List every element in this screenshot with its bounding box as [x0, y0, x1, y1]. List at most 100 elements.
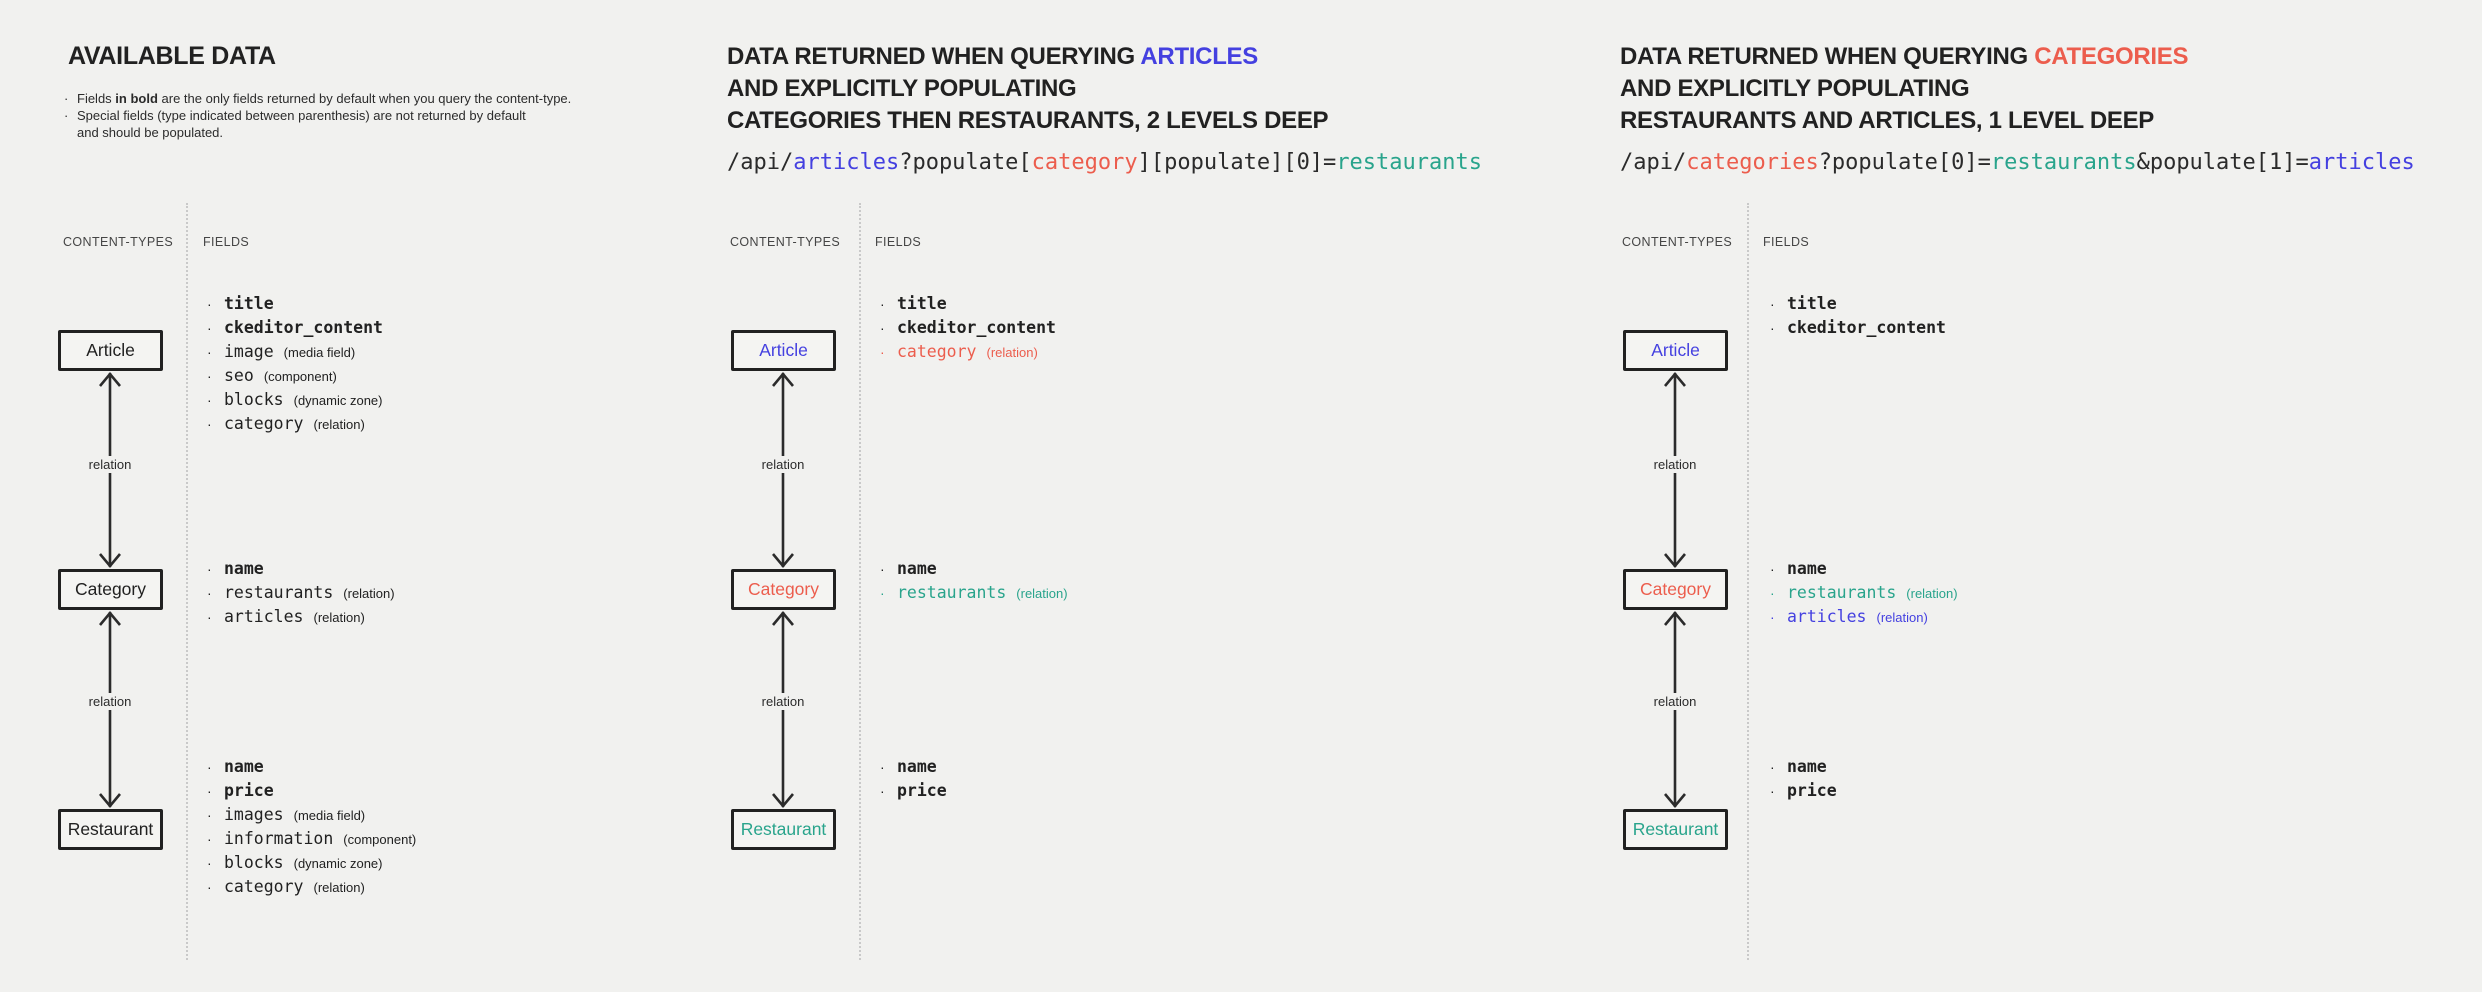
field-item: ·name [207, 755, 416, 779]
field-item: ·name [880, 557, 1068, 581]
field-type: (dynamic zone) [293, 856, 383, 871]
field-type: (relation) [313, 880, 365, 895]
field-name: blocks [224, 390, 284, 409]
bullet-icon: · [880, 296, 885, 312]
field-item: ·price [207, 779, 416, 803]
field-type: (relation) [1016, 586, 1068, 601]
fields-label: FIELDS [875, 235, 922, 249]
field-name: title [1787, 294, 1837, 313]
content-types-label: CONTENT-TYPES [1622, 235, 1733, 249]
field-name: ckeditor_content [897, 318, 1056, 337]
bullet-icon: · [1770, 320, 1775, 336]
field-item: · title [880, 292, 1056, 316]
fields-list-category: ·name · restaurants (relation) [880, 557, 1068, 605]
content-type-label: Category [74, 579, 146, 599]
field-type: (relation) [313, 610, 365, 625]
field-type: (component) [343, 832, 417, 847]
field-name: name [897, 559, 937, 578]
title-accent: CATEGORIES [2034, 43, 2189, 70]
field-type: (relation) [1876, 610, 1928, 625]
field-name: blocks [224, 853, 284, 872]
field-item: ·blocks(dynamic zone) [207, 851, 416, 875]
field-name: restaurants [897, 583, 1007, 602]
content-type-box-category: Category [58, 569, 163, 610]
field-name: price [224, 781, 274, 800]
bullet-icon: · [207, 296, 212, 312]
section-title: DATA RETURNED WHEN QUERYING CATEGORIES A… [1620, 41, 2188, 137]
bullet-icon: · [1770, 759, 1775, 775]
fields-list-restaurant: ·name·price·images(media field) · informat… [207, 755, 416, 899]
column-divider [1747, 203, 1749, 960]
field-item: ·title [207, 292, 383, 316]
content-type-label: Category [747, 579, 819, 599]
bullet-icon: · [207, 561, 212, 577]
content-type-label: Article [1651, 340, 1700, 360]
content-types-label: CONTENT-TYPES [63, 235, 174, 249]
url-segment: articles [2308, 150, 2415, 175]
field-item: ·image(media field) [207, 340, 383, 364]
bullet-icon: · [64, 91, 69, 106]
field-name: title [897, 294, 947, 313]
bullet-icon: · [207, 344, 212, 360]
fields-label: FIELDS [203, 235, 250, 249]
relation-label: relation [84, 456, 136, 473]
bullet-icon: · [1770, 585, 1775, 601]
section-title: DATA RETURNED WHEN QUERYING ARTICLES AND… [727, 41, 1329, 137]
title-line: AND EXPLICITLY POPULATING [727, 75, 1077, 102]
field-type: (relation) [343, 586, 395, 601]
fields-list-article: ·title · ckeditor_content [1770, 292, 1946, 340]
field-item: ·category(relation) [880, 340, 1056, 364]
page-title: AVAILABLE DATA [68, 42, 276, 70]
field-name: images [224, 805, 284, 824]
bullet-icon: · [880, 585, 885, 601]
field-item: ·price [880, 779, 947, 803]
field-name: name [897, 757, 937, 776]
column-divider [859, 203, 861, 960]
bullet-icon: · [880, 759, 885, 775]
field-name: ckeditor_content [1787, 318, 1946, 337]
field-name: price [1787, 781, 1837, 800]
field-name: name [224, 559, 264, 578]
note-item: · Fields in bold are the only fields ret… [64, 90, 571, 107]
title-line: CATEGORIES THEN RESTAURANTS, 2 LEVELS DE… [727, 107, 1329, 134]
field-item: · information (component) [207, 827, 416, 851]
content-type-label: Restaurant [67, 819, 154, 839]
field-type: (component) [263, 369, 337, 384]
field-item: ·price [1770, 779, 1837, 803]
bullet-icon: · [880, 320, 885, 336]
field-type: (dynamic zone) [293, 393, 383, 408]
relation-label: relation [757, 456, 809, 473]
url-segment: articles [793, 150, 900, 175]
field-item: ·articles(relation) [207, 605, 395, 629]
field-name: category [224, 877, 304, 896]
field-item: ·title [1770, 292, 1946, 316]
field-item: ·name [1770, 557, 1958, 581]
field-item: · ckeditor_content [880, 316, 1056, 340]
field-item: ·articles(relation) [1770, 605, 1958, 629]
field-name: restaurants [1787, 583, 1897, 602]
title-line: RESTAURANTS AND ARTICLES, 1 LEVEL DEEP [1620, 107, 2154, 134]
field-item: · blocks (dynamic zone) [207, 388, 383, 412]
field-item: · restaurants (relation) [1770, 581, 1958, 605]
bullet-icon: · [207, 392, 212, 408]
field-item: ·restaurants(relation) [207, 581, 395, 605]
field-type: (relation) [1906, 586, 1958, 601]
content-type-label: Article [86, 340, 135, 360]
column-divider [186, 203, 188, 960]
fields-list-restaurant: ·name·price [1770, 755, 1837, 803]
url-segment: /api/ [727, 150, 794, 175]
content-type-box-restaurant: Restaurant [1623, 809, 1728, 850]
field-name: price [897, 781, 947, 800]
bullet-icon: · [207, 831, 212, 847]
url-segment: restaurants [1990, 150, 2137, 175]
url-segment: ][populate][0]= [1137, 150, 1337, 175]
field-name: information [224, 829, 334, 848]
field-item: ·seo(component) [207, 364, 383, 388]
field-name: image [224, 342, 274, 361]
fields-list-article: · title · ckeditor_content ·category(relatio… [880, 292, 1056, 364]
url-segment: ?populate[ [899, 150, 1032, 175]
field-item: · restaurants (relation) [880, 581, 1068, 605]
title-line: DATA RETURNED WHEN QUERYING CATEGORIES [1620, 43, 2189, 70]
field-item: ·images(media field) [207, 803, 416, 827]
field-name: category [224, 414, 304, 433]
